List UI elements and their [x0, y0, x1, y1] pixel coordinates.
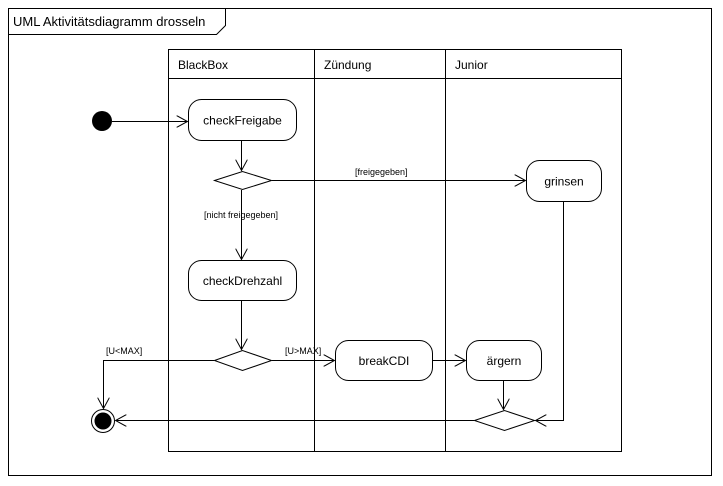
action-check-freigabe-label: checkFreigabe	[203, 114, 282, 128]
action-grinsen-label: grinsen	[544, 175, 583, 189]
guard-nicht-freigegeben: [nicht freigegeben]	[204, 210, 278, 220]
action-check-drehzahl	[188, 260, 297, 301]
lane-title-zuendung: Zündung	[324, 58, 371, 72]
final-node-inner	[94, 412, 112, 430]
action-grinsen	[526, 160, 602, 202]
frame-title-tab	[8, 8, 226, 35]
initial-node	[92, 111, 112, 131]
flow-decision-to-final	[104, 360, 214, 409]
frame-title: UML Aktivitätsdiagramm drosseln	[13, 14, 205, 29]
decision-drehzahl	[213, 349, 274, 372]
action-check-freigabe	[188, 99, 297, 141]
decision-freigabe	[212, 170, 274, 191]
swimlane-container	[168, 49, 622, 452]
lane-title-junior: Junior	[455, 58, 488, 72]
guard-u-gt-max: [U>MAX]	[285, 346, 321, 356]
action-aergern-label: ärgern	[487, 354, 522, 368]
flow-grinsen-to-merge	[536, 202, 564, 421]
action-check-drehzahl-label: checkDrehzahl	[203, 274, 282, 288]
diagram-frame	[8, 8, 712, 476]
guard-freigegeben: [freigegeben]	[355, 167, 408, 177]
action-break-cdi-label: breakCDI	[359, 354, 410, 368]
action-aergern	[466, 340, 542, 381]
lane-title-blackbox: BlackBox	[178, 58, 228, 72]
guard-u-lt-max: [U<MAX]	[106, 346, 142, 356]
action-break-cdi	[335, 340, 433, 381]
